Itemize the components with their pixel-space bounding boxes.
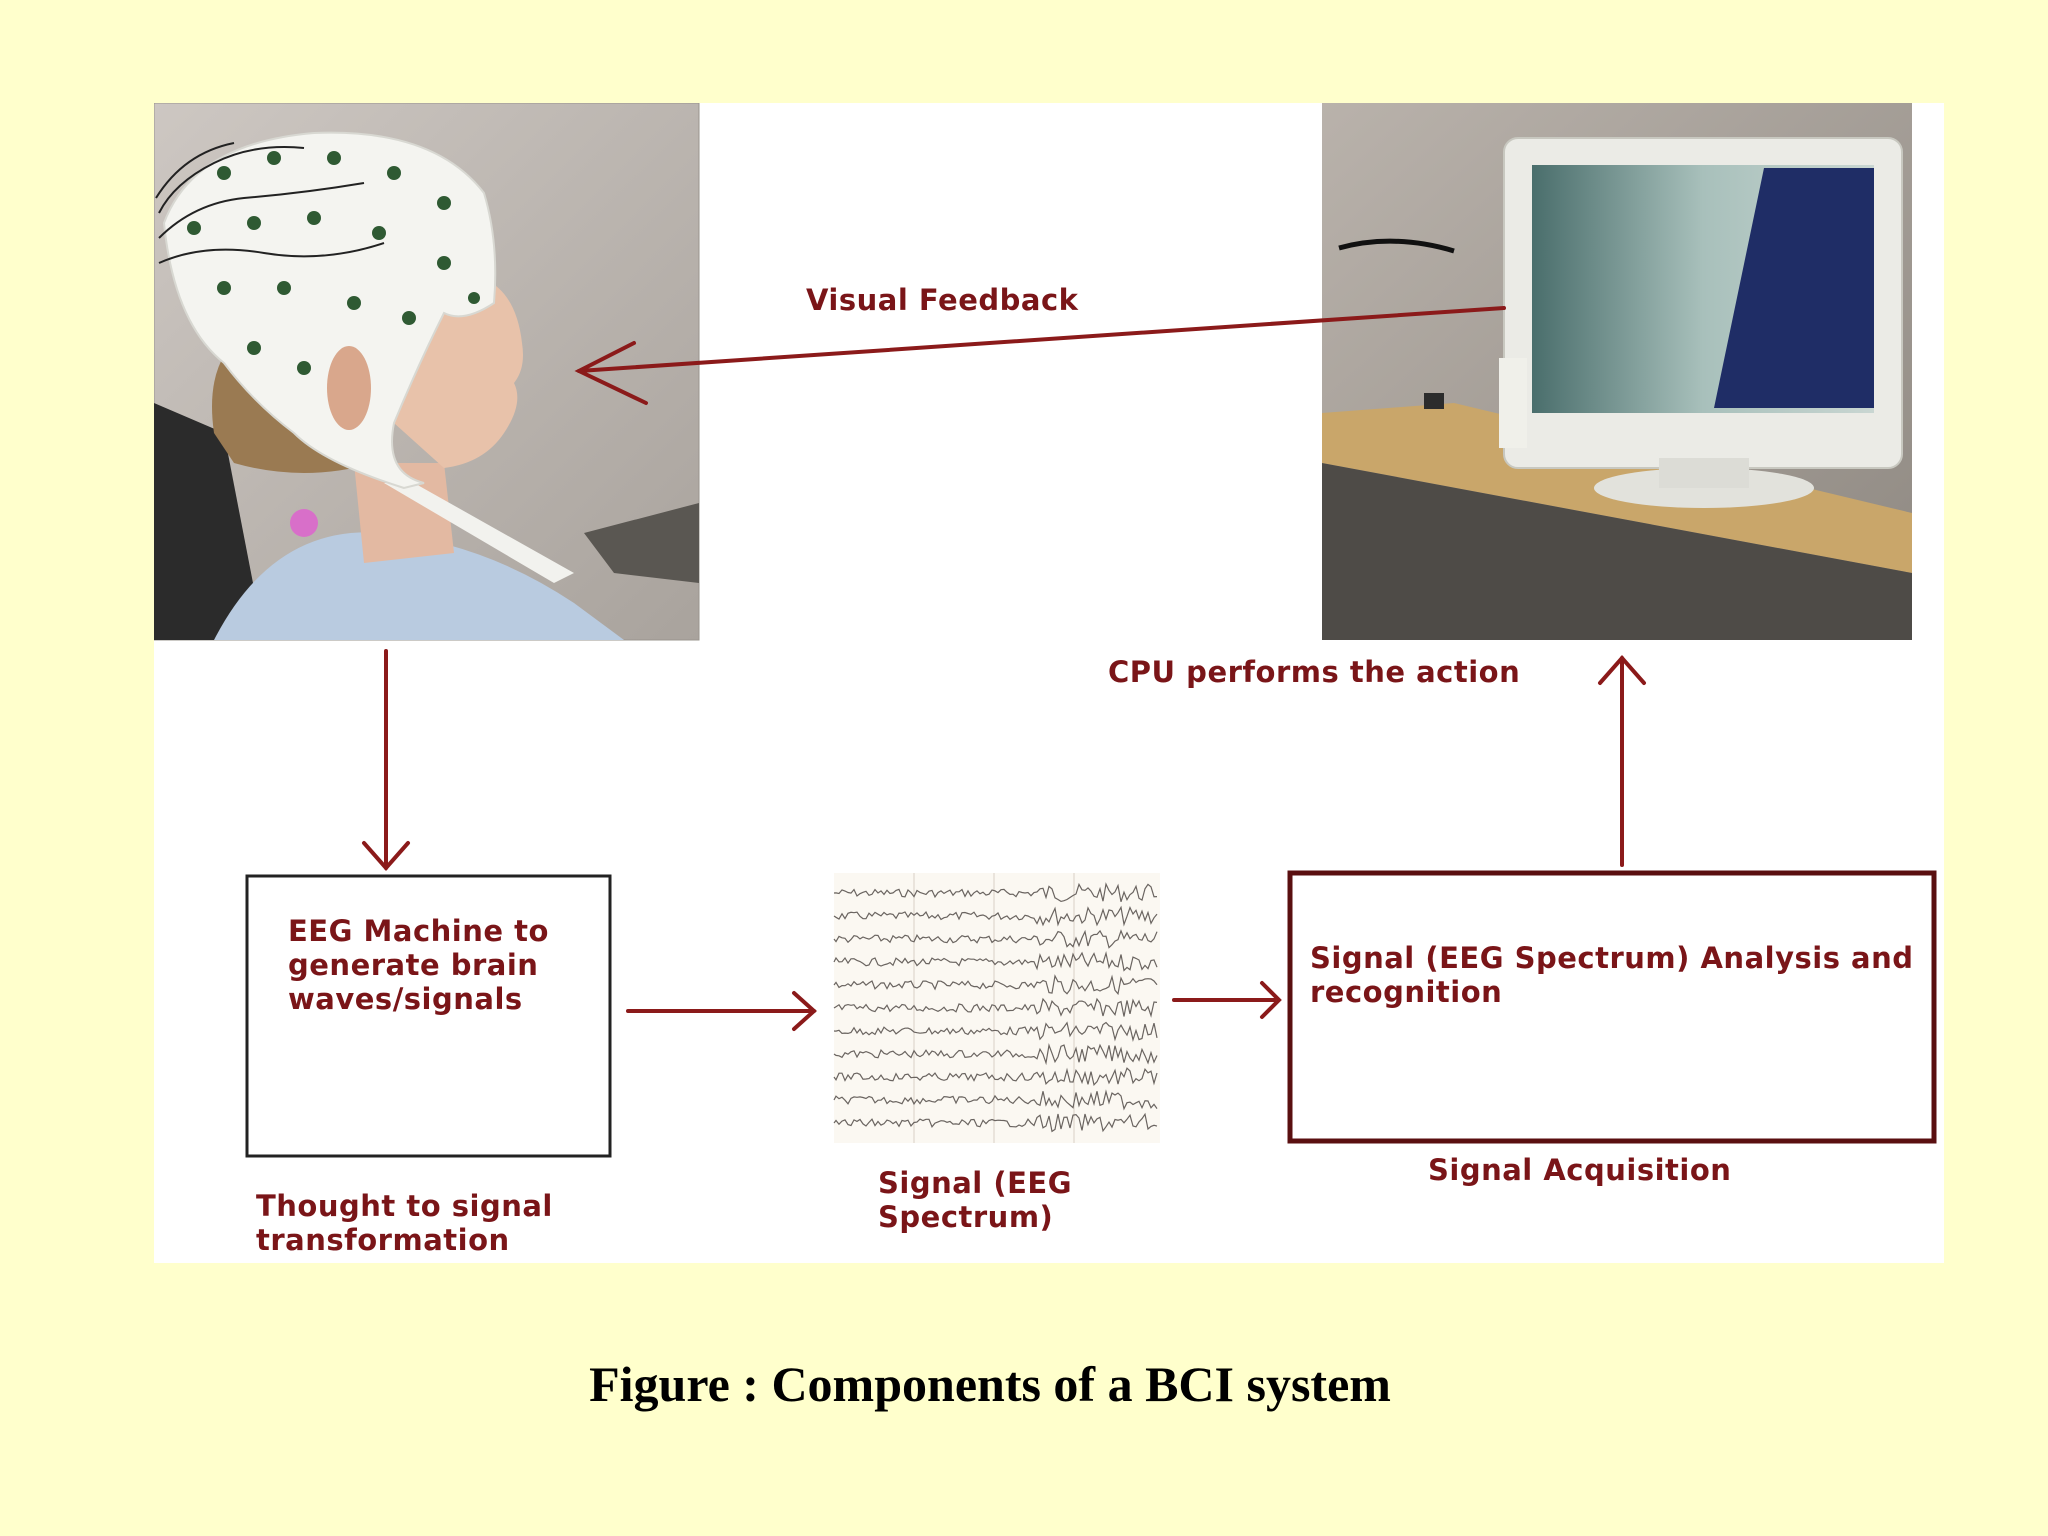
thought-transform-label: Thought to signal transformation (256, 1189, 553, 1257)
visual-feedback-label: Visual Feedback (806, 283, 1079, 317)
up-arrow (1598, 654, 1646, 867)
bci-diagram-panel: Visual Feedback CPU performs the action … (154, 103, 1944, 1263)
eeg-trace (833, 882, 1158, 903)
visual-feedback-arrow (574, 306, 1506, 405)
analysis-label: Signal (EEG Spectrum) Analysis and recog… (1310, 941, 1914, 1009)
subject-photo (154, 103, 700, 641)
arrow-to-analysis (1172, 981, 1282, 1019)
eeg-trace (833, 905, 1158, 927)
eeg-trace (833, 1043, 1158, 1066)
eeg-machine-box (245, 874, 612, 1158)
eeg-trace (833, 1089, 1158, 1111)
eeg-trace (833, 1021, 1158, 1043)
eeg-waveform (833, 873, 1160, 1143)
eeg-trace (833, 1112, 1158, 1133)
cpu-action-label: CPU performs the action (1108, 655, 1521, 689)
eeg-trace (833, 1067, 1158, 1087)
arrow-to-spectrum (626, 991, 817, 1031)
eeg-trace (833, 997, 1158, 1018)
eeg-trace (833, 950, 1158, 972)
eeg-trace (833, 974, 1158, 996)
figure-caption: Figure : Components of a BCI system (589, 1356, 1391, 1412)
eeg-trace (833, 929, 1158, 949)
signal-spectrum-label: Signal (EEG Spectrum) (878, 1166, 1073, 1234)
eeg-machine-label: EEG Machine to generate brain waves/sign… (288, 914, 549, 1016)
down-arrow (362, 649, 410, 872)
diagram-graphics (154, 103, 1937, 1158)
monitor-photo (1322, 103, 1912, 640)
acquisition-label: Signal Acquisition (1428, 1153, 1732, 1187)
analysis-box (1287, 870, 1937, 1144)
